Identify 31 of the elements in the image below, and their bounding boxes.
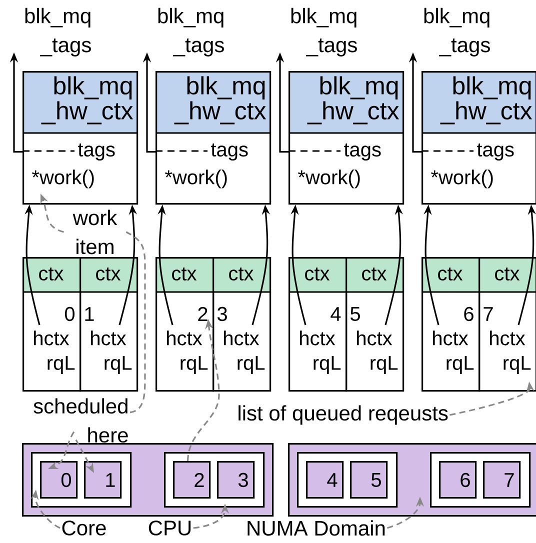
label: NUMA Domain	[248, 520, 385, 536]
hw-context-box: blk_mq _hw_ctx tags *work()	[422, 71, 536, 205]
context-cell: ctx 1 hctx rqL	[80, 257, 138, 392]
cpu-box: 7	[483, 461, 521, 499]
cpu-box: 1	[84, 461, 122, 499]
cpu-box: 5	[350, 461, 388, 499]
cpu-box: 0	[40, 461, 78, 499]
tags-label: blk_mq _tags	[25, 8, 91, 56]
cpu-box: 2	[173, 461, 211, 499]
label: CPU	[148, 520, 191, 536]
hw-context-box: blk_mq _hw_ctx tags *work()	[22, 71, 138, 205]
context-cell: ctx 5 hctx rqL	[346, 257, 404, 392]
label: Core	[62, 520, 106, 536]
label: work item	[72, 210, 118, 254]
tags-label: blk_mq _tags	[158, 8, 224, 56]
context-cell: ctx 3 hctx rqL	[212, 257, 272, 392]
hw-context-box: blk_mq _hw_ctx tags *work()	[288, 71, 404, 205]
cpu-box: 4	[306, 461, 344, 499]
cpu-box: 6	[439, 461, 477, 499]
hw-context-box: blk_mq _hw_ctx tags *work()	[156, 71, 272, 205]
leader-line	[126, 231, 146, 414]
label: scheduled here	[34, 398, 128, 443]
tags-label: blk_mq _tags	[424, 8, 490, 56]
tags-label: blk_mq _tags	[291, 8, 357, 56]
context-cell: ctx 6 hctx rqL	[422, 257, 480, 392]
context-cell: ctx 7 hctx rqL	[478, 257, 536, 392]
cpu-box: 3	[217, 461, 255, 499]
context-cell: ctx 4 hctx rqL	[288, 257, 348, 392]
context-cell: ctx 0 hctx rqL	[22, 257, 82, 392]
context-cell: ctx 2 hctx rqL	[156, 257, 214, 392]
label: list of queued reqeusts	[238, 405, 448, 425]
